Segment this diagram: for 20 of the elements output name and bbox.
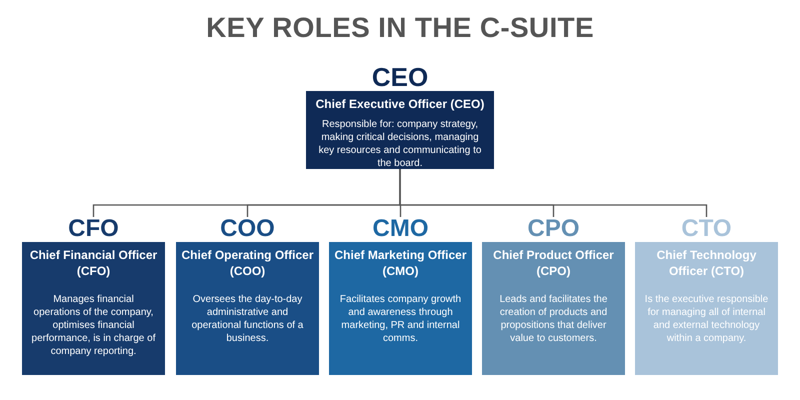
role-title: Chief Product Officer (CPO) (492, 248, 615, 280)
role-description: Oversees the day-to-day administrative and operational functions of a business. (190, 293, 304, 346)
role-title: Chief Marketing Officer (CMO) (333, 248, 468, 280)
role-title: Chief Technology Officer (CTO) (656, 248, 758, 280)
role-description: Is the executive responsible for managing all of internal and external technology within a company. (644, 293, 770, 346)
role-abbreviation: CEO (372, 64, 428, 91)
role-description: Facilitates company growth and awareness through marketing, PR and internal comms. (338, 293, 462, 346)
role-description: Leads and facilitates the creation of products and propositions that deliver value to customers. (498, 293, 608, 346)
role-abbreviation: CPO (527, 217, 580, 242)
title: KEY ROLES IN THE C-SUITE (206, 12, 594, 44)
role-description: Manages financial operations of the company, optimises financial performance, is in charge of company reporting. (30, 293, 156, 358)
role-title: Chief Financial Officer (CFO) (28, 248, 158, 280)
role-abbreviation: CMO (372, 217, 428, 242)
role-abbreviation: CFO (68, 217, 119, 242)
connector-line (399, 169, 708, 217)
role-description: Responsible for: company strategy, making critical decisions, managing key resources and communicating to the board. (318, 118, 482, 170)
role-title: Chief Executive Officer (CEO) (316, 97, 484, 113)
role-abbreviation: CTO (681, 217, 732, 242)
role-abbreviation: COO (220, 217, 275, 242)
role-title: Chief Operating Officer (COO) (180, 248, 315, 280)
